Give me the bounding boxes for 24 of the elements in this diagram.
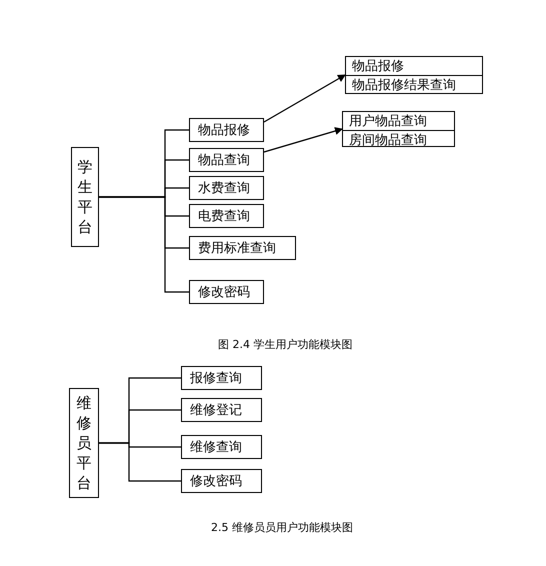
module-cell-text: 用户物品查询 (348, 113, 428, 130)
stacked-box (342, 111, 455, 147)
module-cell-text: 物品报修 (351, 58, 405, 75)
module-box: 修改密码 (181, 469, 262, 493)
platform-box: 学生平台 (71, 147, 99, 247)
connector-line (99, 196, 189, 293)
arrow (264, 127, 343, 153)
module-box: 物品报修 (189, 118, 264, 142)
module-box: 水费查询 (189, 176, 264, 200)
module-box: 物品查询 (189, 148, 264, 172)
stacked-box (345, 56, 483, 94)
module-box: 修改密码 (189, 280, 264, 304)
module-box: 费用标准查询 (189, 236, 296, 260)
figure-caption: 2.5 维修员员用户功能模块图 (211, 520, 353, 535)
module-cell: 物品报修结果查询 (346, 75, 482, 94)
module-box: 维修查询 (181, 435, 262, 459)
module-box: 电费查询 (189, 204, 264, 228)
platform-box: 维修员平台 (69, 388, 99, 498)
figure-caption: 图 2.4 学生用户功能模块图 (218, 337, 352, 352)
arrow (264, 74, 346, 123)
module-box: 报修查询 (181, 366, 262, 390)
module-cell: 房间物品查询 (343, 130, 454, 149)
connector-line (99, 442, 181, 482)
module-box: 维修登记 (181, 398, 262, 422)
